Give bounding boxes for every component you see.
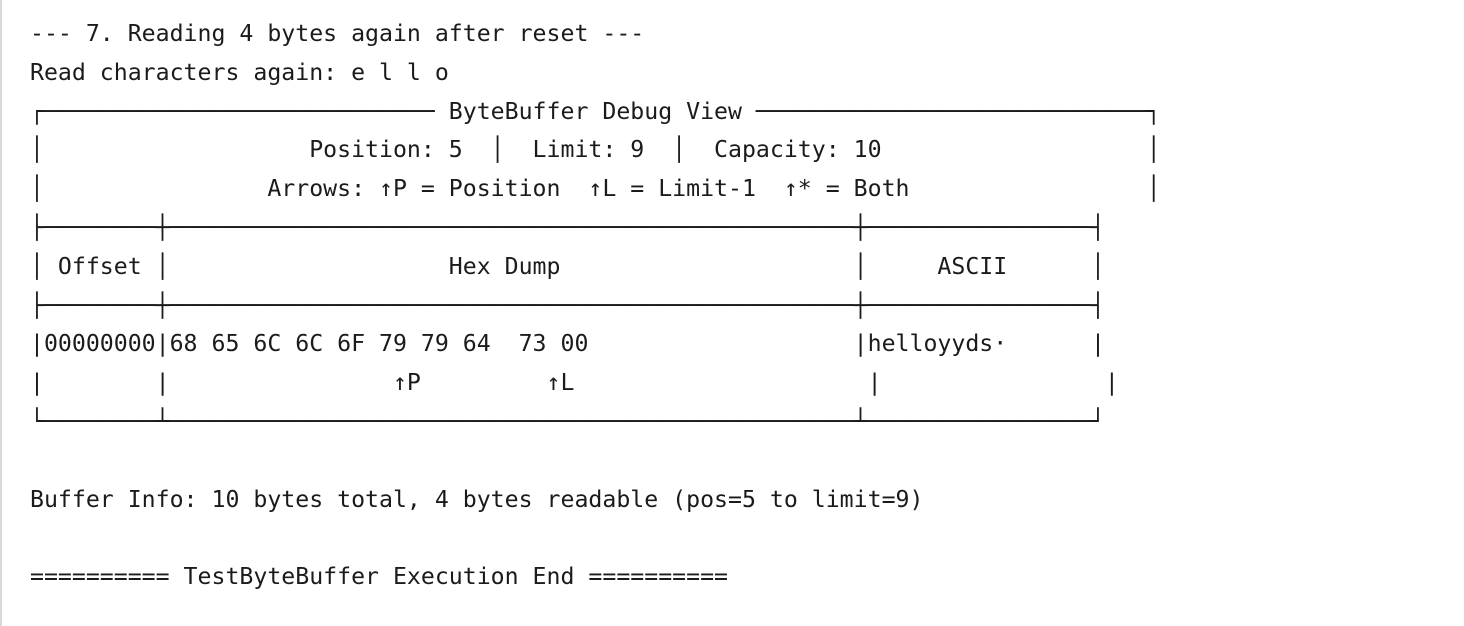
blank-line — [30, 519, 1464, 558]
debug-view-status-line: │ Position: 5 │ Limit: 9 │ Capacity: 10 … — [30, 136, 1161, 164]
table-bottom-border: └────────┴──────────────────────────────… — [30, 407, 1105, 435]
table-marker-row: | | ↑P ↑L | | — [30, 369, 1119, 397]
read-result-line: Read characters again: e l l o — [30, 58, 449, 86]
section-header-line: --- 7. Reading 4 bytes again after reset… — [30, 20, 645, 47]
debug-view-arrows-legend: │ Arrows: ↑P = Position ↑L = Limit-1 ↑* … — [30, 175, 1161, 203]
console-output: --- 7. Reading 4 bytes again after reset… — [30, 15, 1464, 597]
table-data-row: |00000000|68 65 6C 6C 6F 79 79 64 73 00 … — [30, 330, 1105, 358]
table-separator-header: ├────────┼──────────────────────────────… — [30, 291, 1105, 319]
table-header-row: │ Offset │ Hex Dump │ ASCII │ — [30, 252, 1105, 280]
buffer-info-line: Buffer Info: 10 bytes total, 4 bytes rea… — [30, 485, 924, 513]
blank-line — [30, 442, 1464, 481]
table-separator-top: ├────────┼──────────────────────────────… — [30, 213, 1105, 241]
debug-view-top-border: ┌──────────────────────────── ByteBuffer… — [30, 97, 1161, 125]
execution-end-line: ========== TestByteBuffer Execution End … — [30, 563, 729, 591]
